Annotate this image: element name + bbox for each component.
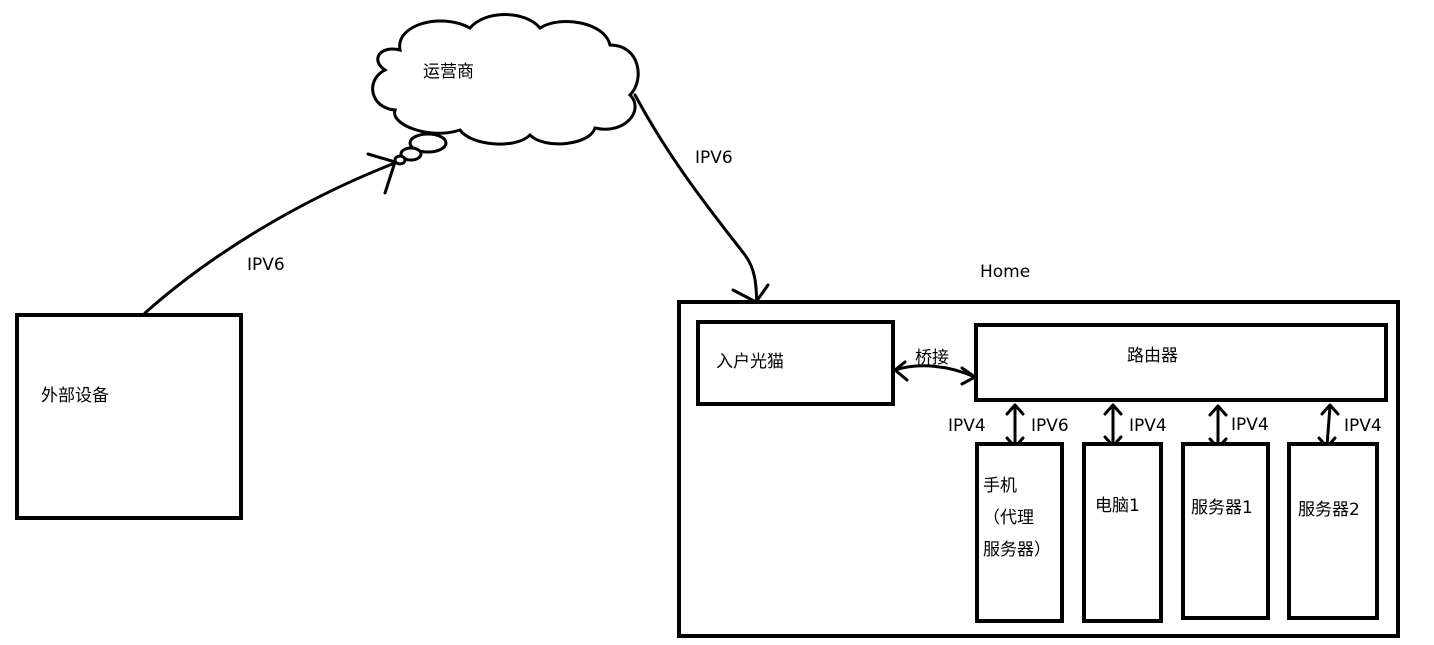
bridge-arrowhead-right: [960, 366, 977, 386]
phone-label-line2: （代理: [983, 508, 1034, 528]
home-label: Home: [980, 262, 1030, 282]
phone-box: [975, 442, 1064, 623]
router-box: [974, 323, 1388, 402]
isp-cloud: [371, 13, 640, 166]
router-label: 路由器: [1127, 346, 1178, 366]
server1-label: 服务器1: [1191, 498, 1253, 518]
phone-label-line1: 手机: [983, 476, 1017, 496]
bridge-label: 桥接: [915, 348, 949, 368]
bridge-link: [893, 364, 977, 379]
phone-link-ipv4-label: IPV4: [948, 416, 986, 436]
phone-link-ipv6-label: IPV6: [1031, 416, 1069, 436]
modem-label: 入户光猫: [716, 352, 784, 372]
external-device-box: [15, 313, 243, 520]
isp-to-modem-arrowhead: [731, 283, 770, 304]
server2-box: [1287, 442, 1379, 620]
isp-to-modem-link: [633, 93, 760, 320]
external-device-label: 外部设备: [41, 386, 109, 406]
pc-link-ipv4-label: IPV4: [1129, 416, 1167, 436]
external-to-isp-link: [143, 161, 397, 315]
isp-to-modem-protocol-label: IPV6: [695, 148, 733, 168]
pc-label: 电脑1: [1095, 496, 1140, 516]
phone-label-line3: 服务器）: [983, 540, 1051, 560]
server2-label: 服务器2: [1298, 500, 1360, 520]
server1-box: [1181, 442, 1270, 620]
pc-box: [1082, 442, 1163, 623]
modem-box: [696, 320, 895, 406]
server2-link-ipv4-label: IPV4: [1344, 416, 1382, 436]
external-to-isp-arrowhead: [366, 152, 397, 195]
bridge-arrowhead-left: [893, 360, 909, 382]
external-to-isp-protocol-label: IPV6: [247, 255, 285, 275]
server1-link-ipv4-label: IPV4: [1231, 415, 1269, 435]
isp-label: 运营商: [423, 62, 474, 82]
